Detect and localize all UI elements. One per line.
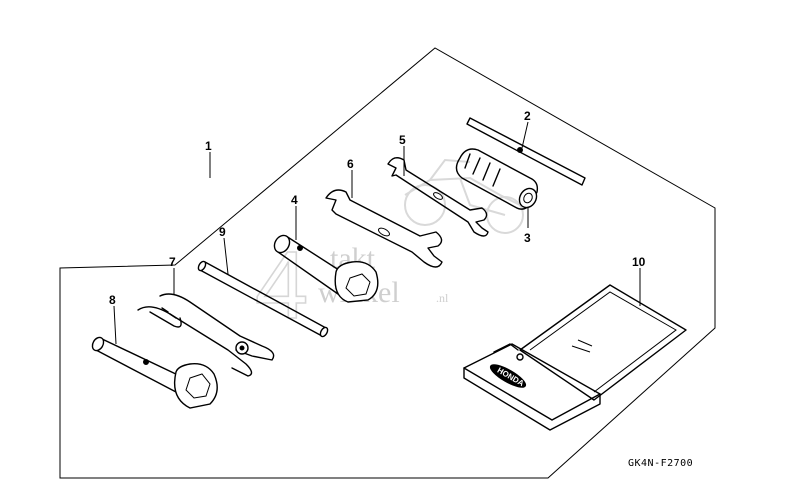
callout-9: 9: [219, 225, 226, 239]
plug-spanner: [91, 336, 218, 409]
callout-10: 10: [632, 255, 646, 269]
callout-8: 8: [109, 293, 116, 307]
callout-7: 7: [169, 255, 176, 269]
screwdriver-blade: [466, 117, 586, 186]
tommy-bar: [197, 260, 329, 338]
leader-9: [223, 237, 229, 275]
callout-5: 5: [399, 133, 406, 147]
figure-code: GK4N-F2700: [628, 458, 693, 469]
callout-1: 1: [205, 139, 212, 153]
leader-2: [521, 121, 529, 149]
callouts: 1 2 3 4 5 6 7 8 9 10: [109, 109, 646, 307]
kit-boundary: [59, 47, 716, 479]
wrench-small: [387, 157, 489, 237]
watermark: 4 takt winkel .nl: [254, 158, 524, 340]
leader-lines: [113, 121, 641, 345]
leader-8: [113, 305, 117, 345]
watermark-motorbike-icon: [404, 158, 524, 234]
callout-3: 3: [524, 231, 531, 245]
wrench-large: [325, 189, 443, 268]
screwdriver-handle: [455, 148, 539, 210]
callout-2: 2: [524, 109, 531, 123]
callout-6: 6: [347, 157, 354, 171]
pliers: [137, 293, 275, 377]
tool-pouch: HONDA: [463, 284, 687, 431]
box-spanner: [273, 234, 379, 303]
callout-4: 4: [291, 193, 298, 207]
watermark-suffix: .nl: [436, 291, 449, 305]
